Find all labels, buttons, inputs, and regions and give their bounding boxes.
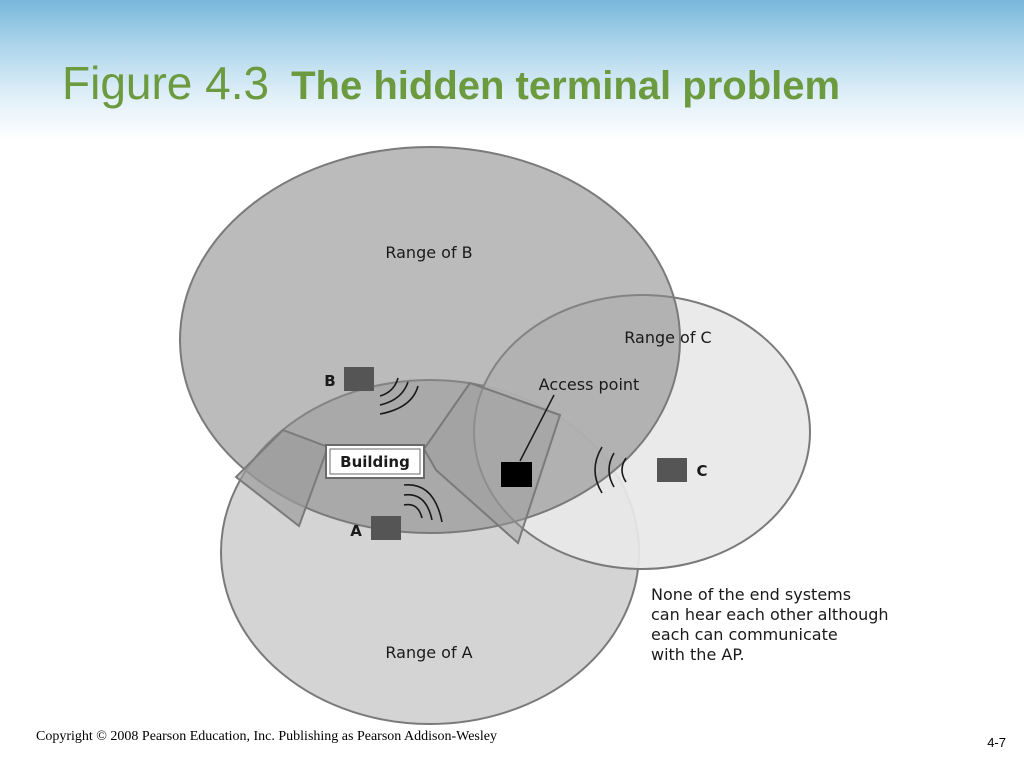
page-number: 4-7 xyxy=(987,735,1006,750)
building-label: Building xyxy=(340,453,410,471)
slide-title: Figure 4.3 The hidden terminal problem xyxy=(62,60,840,106)
node-a-label: A xyxy=(350,522,362,540)
note-line: each can communicate xyxy=(651,625,838,644)
title-prefix: Figure 4.3 xyxy=(62,57,270,109)
node-c-label: C xyxy=(696,462,707,480)
range-a-label: Range of A xyxy=(385,643,472,662)
range-c-label: Range of C xyxy=(624,328,711,347)
access-point-pointer xyxy=(519,394,555,462)
range-b-circle xyxy=(179,146,681,534)
note-line: can hear each other although xyxy=(651,605,889,624)
node-b: B xyxy=(324,367,419,415)
signal-waves-b-icon xyxy=(379,377,419,415)
access-point-label: Access point xyxy=(539,375,640,394)
explanation-note: None of the end systems can hear each ot… xyxy=(651,585,894,664)
range-b-label: Range of B xyxy=(385,243,472,262)
node-b-label: B xyxy=(324,372,335,390)
footer-copyright: Copyright © 2008 Pearson Education, Inc.… xyxy=(36,729,497,744)
node-a: A xyxy=(350,484,443,540)
access-point: Access point xyxy=(501,375,639,487)
node-c: C xyxy=(594,446,708,494)
building-shadow-right xyxy=(422,381,562,545)
node-a-device xyxy=(371,516,401,540)
signal-waves-a-icon xyxy=(403,484,443,523)
node-b-device xyxy=(344,367,374,391)
title-main: The hidden terminal problem xyxy=(291,64,841,108)
access-point-device xyxy=(501,462,532,487)
node-c-device xyxy=(657,458,687,482)
note-line: with the AP. xyxy=(651,645,745,664)
header-band xyxy=(0,0,1024,140)
note-line: None of the end systems xyxy=(651,585,851,604)
building: Building xyxy=(325,444,425,479)
signal-waves-c-icon xyxy=(594,446,627,494)
building-shadow-left xyxy=(234,428,330,528)
